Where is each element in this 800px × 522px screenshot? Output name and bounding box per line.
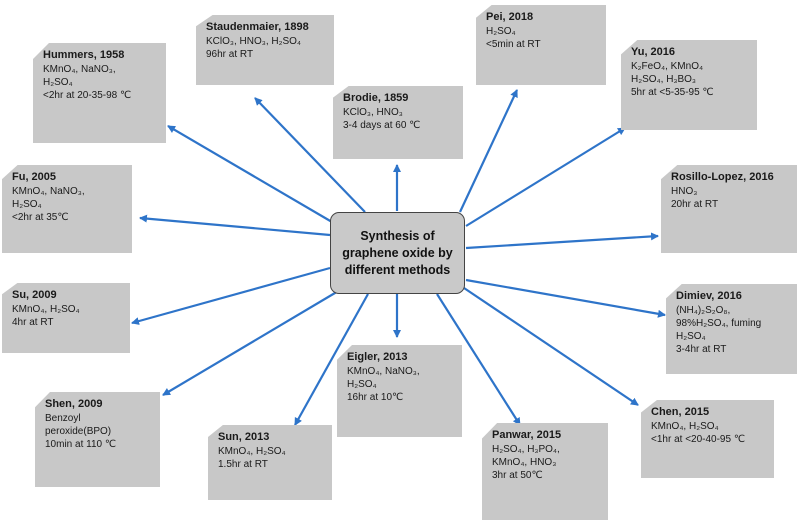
method-conditions: 3-4hr at RT [676,344,727,355]
method-reagents: peroxide(BPO) [45,426,112,437]
method-reagents: H₂SO₄ [347,379,377,390]
method-box-sun-2013: Sun, 2013 KMnO₄, H₂SO₄ 1.5hr at RT [208,425,332,500]
method-conditions: 96hr at RT [206,49,254,60]
method-box-staudenmaier-1898: Staudenmaier, 1898 KClO₃, HNO₃, H₂SO₄ 96… [196,15,334,85]
method-reagents: KMnO₄, NaNO₃, [347,366,420,377]
method-reagents: K₂FeO₄, KMnO₄ [631,61,704,72]
method-title: Yu, 2016 [631,46,676,58]
method-conditions: 16hr at 10℃ [347,392,404,403]
method-conditions: <2hr at 20-35-98 ℃ [43,90,132,101]
method-box-rosillo-lopez-2016: Rosillo-Lopez, 2016 HNO₃ 20hr at RT [661,165,797,253]
method-box-chen-2015: Chen, 2015 KMnO₄, H₂SO₄ <1hr at <20-40-9… [641,400,774,478]
method-title: Fu, 2005 [12,171,57,183]
arrow-to-su-2009 [131,266,331,325]
arrow-to-fu-2005 [139,214,331,237]
method-box-dimiev-2016: Dimiev, 2016 (NH₄)₂S₂O₈, 98%H₂SO₄, fumin… [666,284,797,374]
method-conditions: 4hr at RT [12,317,54,328]
method-conditions: 3hr at 50℃ [492,470,543,481]
arrow-to-sun-2013 [294,293,369,426]
method-title: Brodie, 1859 [343,92,409,104]
method-conditions: <2hr at 35℃ [12,212,69,223]
arrow-to-yu-2016 [465,127,626,227]
arrow-to-dimiev-2016 [465,278,666,318]
method-title: Su, 2009 [12,289,57,301]
arrow-to-hummers-1958 [167,125,333,223]
method-title: Staudenmaier, 1898 [206,21,309,33]
method-box-brodie-1859: Brodie, 1859 KClO₃, HNO₃ 3-4 days at 60 … [333,86,463,159]
method-box-fu-2005: Fu, 2005 KMnO₄, NaNO₃, H₂SO₄ <2hr at 35℃ [2,165,132,253]
method-title: Dimiev, 2016 [676,290,742,302]
method-conditions: 20hr at RT [671,199,719,210]
method-reagents: KMnO₄, H₂SO₄ [651,421,719,432]
method-title: Shen, 2009 [45,398,103,410]
method-title: Rosillo-Lopez, 2016 [671,171,774,183]
method-conditions: 10min at 110 ℃ [45,439,117,450]
central-topic-line-3: different methods [344,262,451,277]
method-reagents: KClO₃, HNO₃ [343,107,403,118]
method-conditions: 1.5hr at RT [218,459,268,470]
arrow-to-panwar-2015 [436,293,521,426]
method-title: Sun, 2013 [218,431,270,443]
method-conditions: <5min at RT [486,39,541,50]
method-reagents: KClO₃, HNO₃, H₂SO₄ [206,36,302,47]
method-box-yu-2016: Yu, 2016 K₂FeO₄, KMnO₄ H₂SO₄, H₃BO₃ 5hr … [621,40,757,130]
method-title: Hummers, 1958 [43,49,125,61]
method-title: Panwar, 2015 [492,429,562,441]
method-reagents: KMnO₄, HNO₃ [492,457,557,468]
method-reagents: H₂SO₄ [12,199,42,210]
method-conditions: <1hr at <20-40-95 ℃ [651,434,746,445]
method-reagents: 98%H₂SO₄, fuming [676,318,762,329]
method-reagents: KMnO₄, H₂SO₄ [218,446,286,457]
central-topic-line-2: graphene oxide by [342,245,453,260]
method-reagents: H₂SO₄ [486,26,516,37]
method-title: Pei, 2018 [486,11,534,23]
method-box-su-2009: Su, 2009 KMnO₄, H₂SO₄ 4hr at RT [2,283,130,353]
method-box-shen-2009: Shen, 2009 Benzoyl peroxide(BPO) 10min a… [35,392,160,487]
method-reagents: H₂SO₄, H₃PO₄, [492,444,560,455]
central-topic-box: Synthesis of graphene oxide by different… [330,212,465,294]
method-reagents: Benzoyl [45,413,81,424]
method-title: Chen, 2015 [651,406,710,418]
method-reagents: H₂SO₄ [676,331,706,342]
method-title: Eigler, 2013 [347,351,408,363]
method-box-hummers-1958: Hummers, 1958 KMnO₄, NaNO₃, H₂SO₄ <2hr a… [33,43,166,143]
arrow-to-staudenmaier-1898 [254,97,366,213]
central-topic-line-1: Synthesis of [360,228,435,243]
method-reagents: (NH₄)₂S₂O₈, [676,305,731,316]
arrow-to-pei-2018 [459,89,518,213]
method-reagents: HNO₃ [671,186,698,197]
method-reagents: KMnO₄, NaNO₃, [12,186,85,197]
method-reagents: H₂SO₄ [43,77,73,88]
method-conditions: 5hr at <5-35-95 ℃ [631,87,714,98]
arrow-to-rosillo-lopez-2016 [465,232,659,250]
method-conditions: 3-4 days at 60 ℃ [343,120,421,131]
method-reagents: H₂SO₄, H₃BO₃ [631,74,697,85]
arrow-to-chen-2015 [463,287,639,406]
method-reagents: KMnO₄, NaNO₃, [43,64,116,75]
method-box-panwar-2015: Panwar, 2015 H₂SO₄, H₃PO₄, KMnO₄, HNO₃ 3… [482,423,608,520]
method-reagents: KMnO₄, H₂SO₄ [12,304,80,315]
method-box-eigler-2013: Eigler, 2013 KMnO₄, NaNO₃, H₂SO₄ 16hr at… [337,345,462,437]
method-box-pei-2018: Pei, 2018 H₂SO₄ <5min at RT [476,5,606,85]
arrow-to-shen-2009 [162,289,341,396]
